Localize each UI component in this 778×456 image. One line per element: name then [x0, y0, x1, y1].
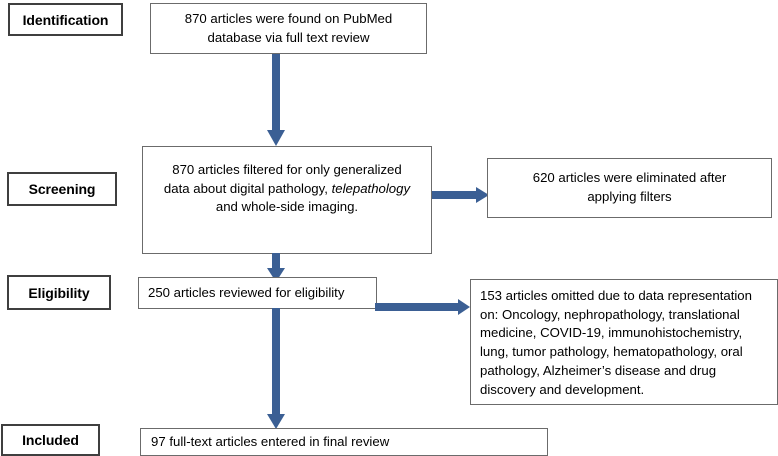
- eligibility-excluded-line3: medicine, COVID-19, immunohistochemistry…: [480, 325, 743, 341]
- arrow-eligibility-to-included: [264, 308, 288, 430]
- screening-filtered-line2-italic: telepathology: [331, 180, 411, 196]
- stage-label-included-text: Included: [22, 432, 79, 448]
- eligibility-excluded-line4: lung, tumor pathology, hematopathology, …: [480, 344, 743, 360]
- eligibility-excluded-line1: 153 articles omitted due to data represe…: [480, 288, 752, 303]
- identification-records-line2: database via full text review: [207, 29, 370, 45]
- stage-label-eligibility-text: Eligibility: [28, 284, 90, 301]
- stage-label-eligibility: Eligibility: [7, 275, 111, 310]
- box-screening-filtered: 870 articles filtered for only generaliz…: [142, 146, 432, 254]
- arrow-identification-to-screening: [264, 54, 288, 147]
- eligibility-excluded-line6: discovery and development.: [480, 381, 645, 397]
- arrow-screening-to-eligibility: [264, 253, 288, 283]
- eligibility-excluded-line2: on: Oncology, nephropathology, translati…: [480, 306, 740, 322]
- eligibility-excluded-line5: pathology, Alzheimer’s disease and drug: [480, 362, 717, 378]
- box-eligibility-reviewed: 250 articles reviewed for eligibility: [138, 277, 377, 309]
- screening-excluded-line2: applying filters: [587, 188, 672, 204]
- screening-filtered-line2: data about digital pathology, telepathol…: [164, 180, 410, 199]
- identification-records-line1: 870 articles were found on PubMed: [184, 11, 393, 26]
- stage-label-included: Included: [1, 424, 100, 456]
- box-included-final: 97 full-text articles entered in final r…: [140, 428, 548, 456]
- box-identification-records: 870 articles were found on PubMed databa…: [150, 3, 427, 54]
- stage-label-identification: Identification: [8, 3, 123, 36]
- screening-excluded-line1: 620 articles were eliminated after: [532, 170, 727, 185]
- included-final-text: 97 full-text articles entered in final r…: [151, 433, 390, 449]
- arrow-screening-to-excluded: [432, 184, 490, 206]
- screening-filtered-line2-pre: data about digital pathology,: [163, 180, 332, 196]
- arrow-eligibility-to-excluded: [375, 297, 471, 317]
- stage-label-identification-text: Identification: [22, 11, 109, 28]
- stage-label-screening: Screening: [7, 172, 117, 206]
- eligibility-reviewed-text: 250 articles reviewed for eligibility: [148, 284, 345, 300]
- screening-filtered-line3: and whole-side imaging.: [215, 199, 359, 215]
- stage-label-screening-text: Screening: [28, 181, 96, 197]
- box-screening-excluded: 620 articles were eliminated after apply…: [487, 158, 772, 218]
- screening-filtered-line1: 870 articles filtered for only generaliz…: [172, 162, 402, 177]
- box-eligibility-excluded: 153 articles omitted due to data represe…: [470, 279, 778, 405]
